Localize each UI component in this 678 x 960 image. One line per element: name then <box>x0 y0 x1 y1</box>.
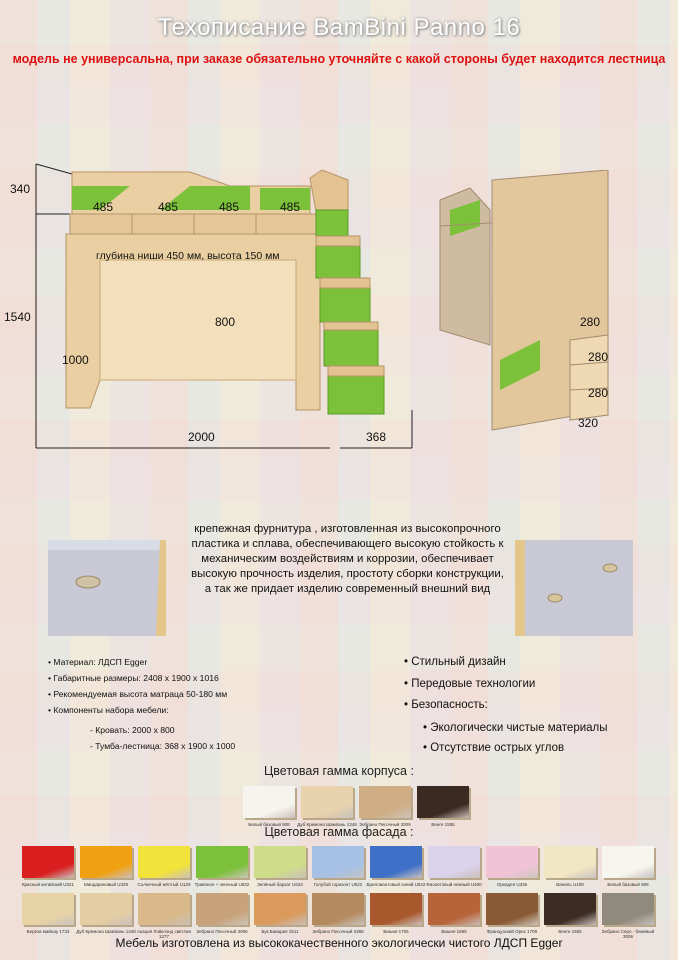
color-swatch-label: Белый базовый 908 <box>248 822 290 827</box>
description-line: а так же придает изделию современный вне… <box>204 583 491 595</box>
feature-item: • Передовые технологии <box>404 678 536 690</box>
dim-1000: 1000 <box>62 353 89 367</box>
feature-item: • Экологически чистые материалы <box>423 722 608 734</box>
color-swatch <box>602 846 654 878</box>
bed-side-drawing <box>439 170 609 431</box>
color-swatch <box>544 846 596 878</box>
dim-368: 368 <box>366 430 387 444</box>
color-swatch-label: Акация Лэйклэнд светлая 1277 <box>137 929 191 939</box>
description-line: высокую прочность изделия, простоту сбор… <box>191 568 504 580</box>
feature-item: • Стильный дизайн <box>404 656 506 668</box>
color-swatch <box>138 893 190 925</box>
color-swatch-label: Дуб Кремона Шампань 1348 <box>76 929 136 934</box>
color-swatch <box>312 846 364 878</box>
component-item: - Кровать: 2000 х 800 <box>90 725 175 735</box>
spec-item: • Рекомендуемая высота матраца 50-180 мм <box>48 689 228 699</box>
hardware-photo-right <box>515 540 633 636</box>
dim-340: 340 <box>10 182 31 196</box>
color-swatch-label: Дуб Кремона Шампань 1348 <box>297 822 357 827</box>
color-swatch <box>22 846 74 878</box>
color-swatch <box>428 846 480 878</box>
hardware-description: крепежная фурнитура , изготовленная из в… <box>175 522 520 597</box>
color-swatch-label: Зебрано Серо - бежевый 3006 <box>601 929 655 939</box>
color-swatch-label: Французский Орех 1709 <box>486 929 538 934</box>
dim-485-1: 485 <box>93 200 114 214</box>
color-swatch-label: Зебрано Песочный 3009 <box>359 822 411 827</box>
color-swatch <box>602 893 654 925</box>
color-swatch <box>486 893 538 925</box>
footer-note: Мебель изготовлена из высококачественног… <box>115 936 563 950</box>
warning-text: модель не универсальна, при заказе обяза… <box>12 52 666 66</box>
page-title: Техописание BamBini Panno 16 <box>157 14 521 41</box>
description-line: пластика и сплава, обеспечивающего высок… <box>191 538 504 550</box>
dim-side-280-1: 280 <box>580 315 601 329</box>
description-line: механическим воздействиям и коррозии, об… <box>201 553 494 565</box>
color-swatch <box>544 893 596 925</box>
color-swatch <box>359 786 411 818</box>
color-swatch-label: Орхидея U336 <box>496 882 528 887</box>
color-swatch <box>80 893 132 925</box>
color-swatch-label: Береза майнау 1733 <box>26 929 70 934</box>
dim-2000: 2000 <box>188 430 215 444</box>
color-swatch-label: Мандариновый U329 <box>83 882 129 887</box>
color-swatch <box>138 846 190 878</box>
color-swatch <box>196 846 248 878</box>
dim-485-2: 485 <box>158 200 179 214</box>
description-line: крепежная фурнитура , изготовленная из в… <box>194 523 501 535</box>
hardware-photo-left <box>48 540 166 636</box>
color-swatch-label: Зелёный бархат U634 <box>257 882 303 887</box>
dim-side-280-3: 280 <box>588 386 609 400</box>
dim-1540: 1540 <box>4 310 31 324</box>
color-swatch <box>196 893 248 925</box>
color-swatch-label: Зебрано Песочный 3388 <box>312 929 364 934</box>
color-swatch-label: Бриллиантовый синий U522 <box>366 882 426 887</box>
dim-side-320: 320 <box>578 416 599 430</box>
color-swatch <box>312 893 364 925</box>
niche-note: глубина ниши 450 мм, высота 150 мм <box>96 250 280 262</box>
feature-item: • Отсутствие острых углов <box>423 742 565 754</box>
color-swatch <box>254 846 306 878</box>
color-swatch-label: Солнечный жёлтый U129 <box>137 882 191 887</box>
body-colors-title: Цветовая гамма корпуса : <box>264 764 414 778</box>
color-swatch-label: Венге 1555 <box>431 822 455 827</box>
color-swatch <box>80 846 132 878</box>
dim-side-280-2: 280 <box>588 350 609 364</box>
color-swatch-label: Травяное + зеленый U632 <box>194 882 250 887</box>
dim-485-3: 485 <box>219 200 240 214</box>
component-item: - Тумба-лестница: 368 х 1900 х 1000 <box>90 741 236 751</box>
color-swatch <box>22 893 74 925</box>
color-swatch-label: Ваниль U108 <box>556 882 584 887</box>
color-swatch <box>254 893 306 925</box>
facade-colors-title: Цветовая гамма фасада : <box>264 825 414 839</box>
specs-list: • Материал: ЛДСП Egger • Габаритные разм… <box>48 654 235 754</box>
color-swatch <box>428 893 480 925</box>
color-swatch <box>417 786 469 818</box>
color-swatch <box>370 846 422 878</box>
color-swatch-label: Вишня 1706 <box>383 929 409 934</box>
bed-front-drawing <box>35 163 413 449</box>
spec-item: • Габаритные размеры: 2408 х 1900 х 1016 <box>48 673 219 683</box>
color-swatch-label: Белый базовый 908 <box>607 882 649 887</box>
color-swatch-label: Бук Бавария 1511 <box>261 929 299 934</box>
color-swatch-label: Фиолетовый нежный U400 <box>426 882 482 887</box>
color-swatch-label: Зебрано Песочный 3006 <box>196 929 248 934</box>
color-swatch-label: Вишня 1699 <box>441 929 467 934</box>
color-swatch <box>301 786 353 818</box>
spec-item: • Компоненты набора мебели: <box>48 705 169 715</box>
color-swatch-label: Красный китайский U321 <box>21 882 75 887</box>
spec-item: • Материал: ЛДСП Egger <box>48 657 148 667</box>
color-swatch <box>243 786 295 818</box>
color-swatch <box>486 846 538 878</box>
color-swatch-label: Венге 1555 <box>558 929 582 934</box>
dim-800: 800 <box>215 315 236 329</box>
color-swatch <box>370 893 422 925</box>
dim-485-4: 485 <box>280 200 301 214</box>
feature-item: • Безопасность: <box>404 699 488 711</box>
color-swatch-label: Голубой горизонт U522 <box>313 882 363 887</box>
